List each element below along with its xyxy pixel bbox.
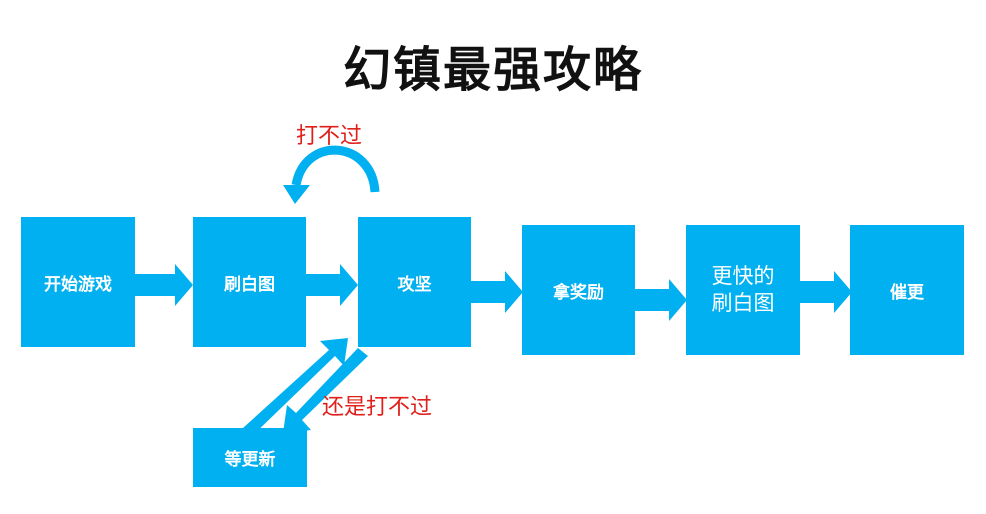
loop-arrow-head: [283, 185, 310, 204]
arrow-wait-to-attack: [243, 338, 348, 436]
node-faster-farm-line2: 刷白图: [711, 291, 775, 315]
node-attack: 攻坚: [358, 217, 471, 347]
node-farm: 刷白图: [193, 217, 306, 347]
node-reward: 拿奖励: [522, 225, 635, 355]
node-urge-update-label: 催更: [890, 282, 924, 303]
node-start: 开始游戏: [21, 217, 135, 347]
arrow-attack-to-reward: [471, 271, 523, 313]
node-farm-label: 刷白图: [224, 274, 275, 295]
diagram-title: 幻镇最强攻略: [342, 42, 643, 98]
arrow-attack-to-wait: [283, 348, 368, 433]
note-fail: 打不过: [296, 124, 363, 149]
node-attack-label: 攻坚: [397, 274, 432, 295]
arrow-farm-to-attack: [306, 264, 358, 306]
note-still-fail: 还是打不过: [322, 395, 433, 420]
arrow-faster-to-urge: [800, 271, 852, 313]
loop-arrow-curve: [291, 145, 380, 193]
node-faster-farm-line1: 更快的: [711, 264, 775, 288]
node-faster-farm: 更快的 刷白图: [686, 225, 800, 355]
arrow-start-to-farm: [135, 264, 193, 306]
node-wait-update-label: 等更新: [224, 450, 276, 470]
node-urge-update: 催更: [850, 225, 964, 355]
node-start-label: 开始游戏: [44, 274, 112, 295]
arrow-reward-to-faster: [635, 279, 687, 321]
node-wait-update: 等更新: [193, 428, 307, 487]
node-reward-label: 拿奖励: [553, 282, 604, 303]
